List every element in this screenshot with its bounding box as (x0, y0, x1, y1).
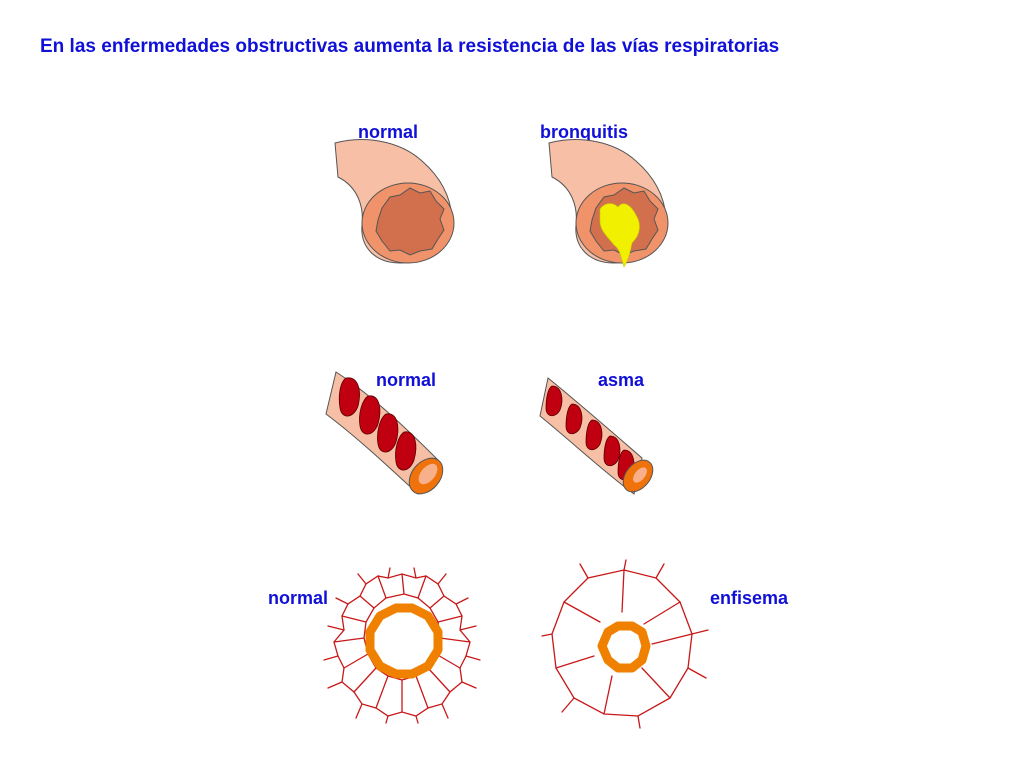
mucus-plug (599, 203, 640, 268)
slide-title: En las enfermedades obstructivas aumenta… (40, 36, 780, 57)
normal-bronchiole-illustration (325, 371, 444, 495)
normal-alveoli-illustration (323, 567, 481, 724)
enfisema-alveoli-illustration (541, 559, 709, 729)
bronquitis-bronchus-illustration (548, 139, 669, 268)
label-asma: asma (598, 370, 645, 390)
label-normal-bronchus: normal (358, 122, 419, 142)
label-enfisema: enfisema (710, 588, 789, 608)
asma-bronchiole-illustration (539, 377, 654, 495)
label-normal-bronchiole: normal (376, 370, 437, 390)
label-normal-alveoli: normal (268, 588, 329, 608)
normal-bronchus-illustration (334, 139, 455, 264)
label-bronquitis: bronquitis (540, 122, 628, 142)
